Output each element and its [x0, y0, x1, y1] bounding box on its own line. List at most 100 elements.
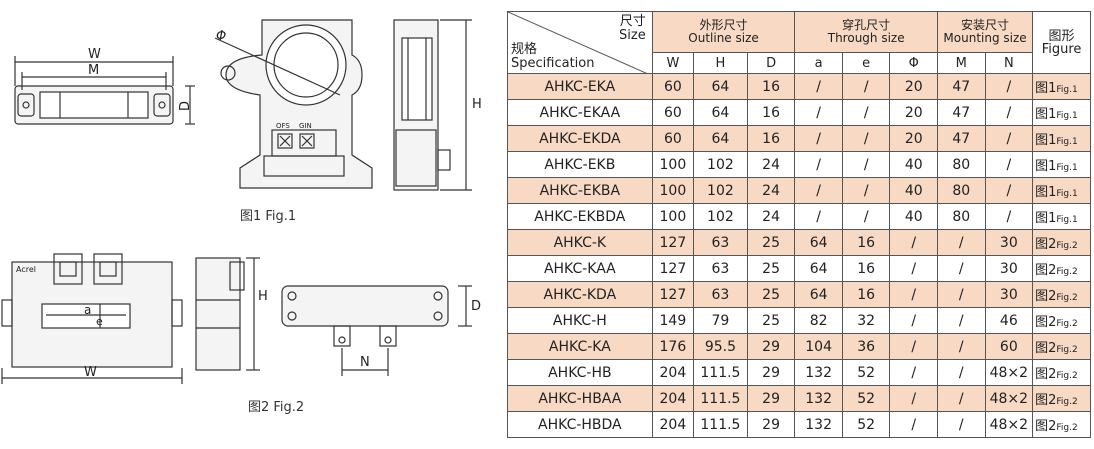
cell-d: 29 [746, 411, 796, 438]
cell-m: / [937, 255, 986, 282]
col-m: M [937, 52, 986, 74]
fig1-dim-d: D [178, 101, 193, 111]
cell-phi: / [889, 255, 938, 282]
cell-e: 52 [841, 411, 891, 438]
cell-figure: 图1Fig.1 [1032, 203, 1091, 230]
header-spec-cn: 规格 [511, 42, 538, 57]
cell-n: / [984, 203, 1034, 230]
fig2-dim-a: a [84, 303, 91, 317]
cell-model: AHKC-H [507, 307, 653, 334]
cell-d: 16 [746, 73, 796, 100]
cell-m: / [937, 385, 986, 412]
cell-model: AHKC-KAA [507, 255, 653, 282]
cell-figure: 图2Fig.2 [1032, 229, 1091, 256]
cell-m: 47 [937, 125, 986, 152]
col-n: N [984, 52, 1034, 74]
fig2-caption: 图2 Fig.2 [248, 400, 305, 415]
cell-h: 63 [693, 281, 748, 308]
cell-e: / [841, 177, 891, 204]
cell-h: 102 [693, 177, 748, 204]
cell-a: / [794, 203, 843, 230]
cell-n: 30 [984, 229, 1034, 256]
cell-phi: 40 [889, 151, 938, 178]
cell-n: 48×2 [984, 359, 1034, 386]
cell-d: 24 [746, 177, 796, 204]
fig2-side-view [195, 257, 245, 371]
cell-h: 111.5 [693, 359, 748, 386]
cell-figure: 图2Fig.2 [1032, 385, 1091, 412]
cell-phi: / [889, 359, 938, 386]
cell-figure: 图2Fig.2 [1032, 411, 1091, 438]
cell-phi: / [889, 281, 938, 308]
cell-phi: 20 [889, 125, 938, 152]
cell-h: 63 [693, 229, 748, 256]
cell-m: 80 [937, 203, 986, 230]
cell-figure: 图1Fig.1 [1032, 99, 1091, 126]
cell-figure: 图2Fig.2 [1032, 359, 1091, 386]
col-w: W [651, 52, 695, 74]
cell-m: / [937, 359, 986, 386]
cell-phi: / [889, 333, 938, 360]
cell-h: 63 [693, 255, 748, 282]
cell-model: AHKC-EKDA [507, 125, 653, 152]
cell-h: 64 [693, 73, 748, 100]
cell-d: 29 [746, 385, 796, 412]
cell-a: 132 [794, 411, 843, 438]
technical-drawings: W M D Φ H OFS GIN Acrel a e W H D N [1, 19, 482, 384]
cell-w: 204 [651, 385, 695, 412]
cell-h: 64 [693, 99, 748, 126]
fig2-dim-w: W [84, 365, 97, 380]
cell-model: AHKC-KDA [507, 281, 653, 308]
cell-phi: 20 [889, 73, 938, 100]
fig1-dim-phi: Φ [216, 29, 226, 44]
cell-e: / [841, 125, 891, 152]
cell-w: 149 [651, 307, 695, 334]
fig1-top-view [14, 85, 174, 125]
cell-w: 204 [651, 411, 695, 438]
cell-n: 30 [984, 255, 1034, 282]
cell-a: 104 [794, 333, 843, 360]
cell-n: 46 [984, 307, 1034, 334]
cell-phi: / [889, 385, 938, 412]
cell-e: / [841, 73, 891, 100]
cell-figure: 图2Fig.2 [1032, 333, 1091, 360]
cell-model: AHKC-EKB [507, 151, 653, 178]
cell-w: 100 [651, 177, 695, 204]
cell-m: 80 [937, 177, 986, 204]
cell-h: 102 [693, 203, 748, 230]
cell-e: 16 [841, 281, 891, 308]
cell-w: 60 [651, 125, 695, 152]
header-size-en: Size [619, 28, 646, 43]
fig1-front-view [214, 19, 373, 189]
cell-d: 25 [746, 281, 796, 308]
fig1-dim-h: H [472, 97, 482, 112]
col-h: H [693, 52, 748, 74]
cell-e: / [841, 99, 891, 126]
cell-m: / [937, 229, 986, 256]
cell-phi: / [889, 307, 938, 334]
cell-phi: / [889, 411, 938, 438]
col-a: a [794, 52, 843, 74]
cell-m: 47 [937, 99, 986, 126]
cell-a: 132 [794, 385, 843, 412]
cell-model: AHKC-EKA [507, 73, 653, 100]
cell-n: / [984, 177, 1034, 204]
cell-d: 25 [746, 307, 796, 334]
fig1-gin-label: GIN [299, 122, 312, 130]
cell-d: 25 [746, 229, 796, 256]
header-spec-en: Specification [511, 56, 595, 71]
cell-h: 102 [693, 151, 748, 178]
cell-d: 25 [746, 255, 796, 282]
